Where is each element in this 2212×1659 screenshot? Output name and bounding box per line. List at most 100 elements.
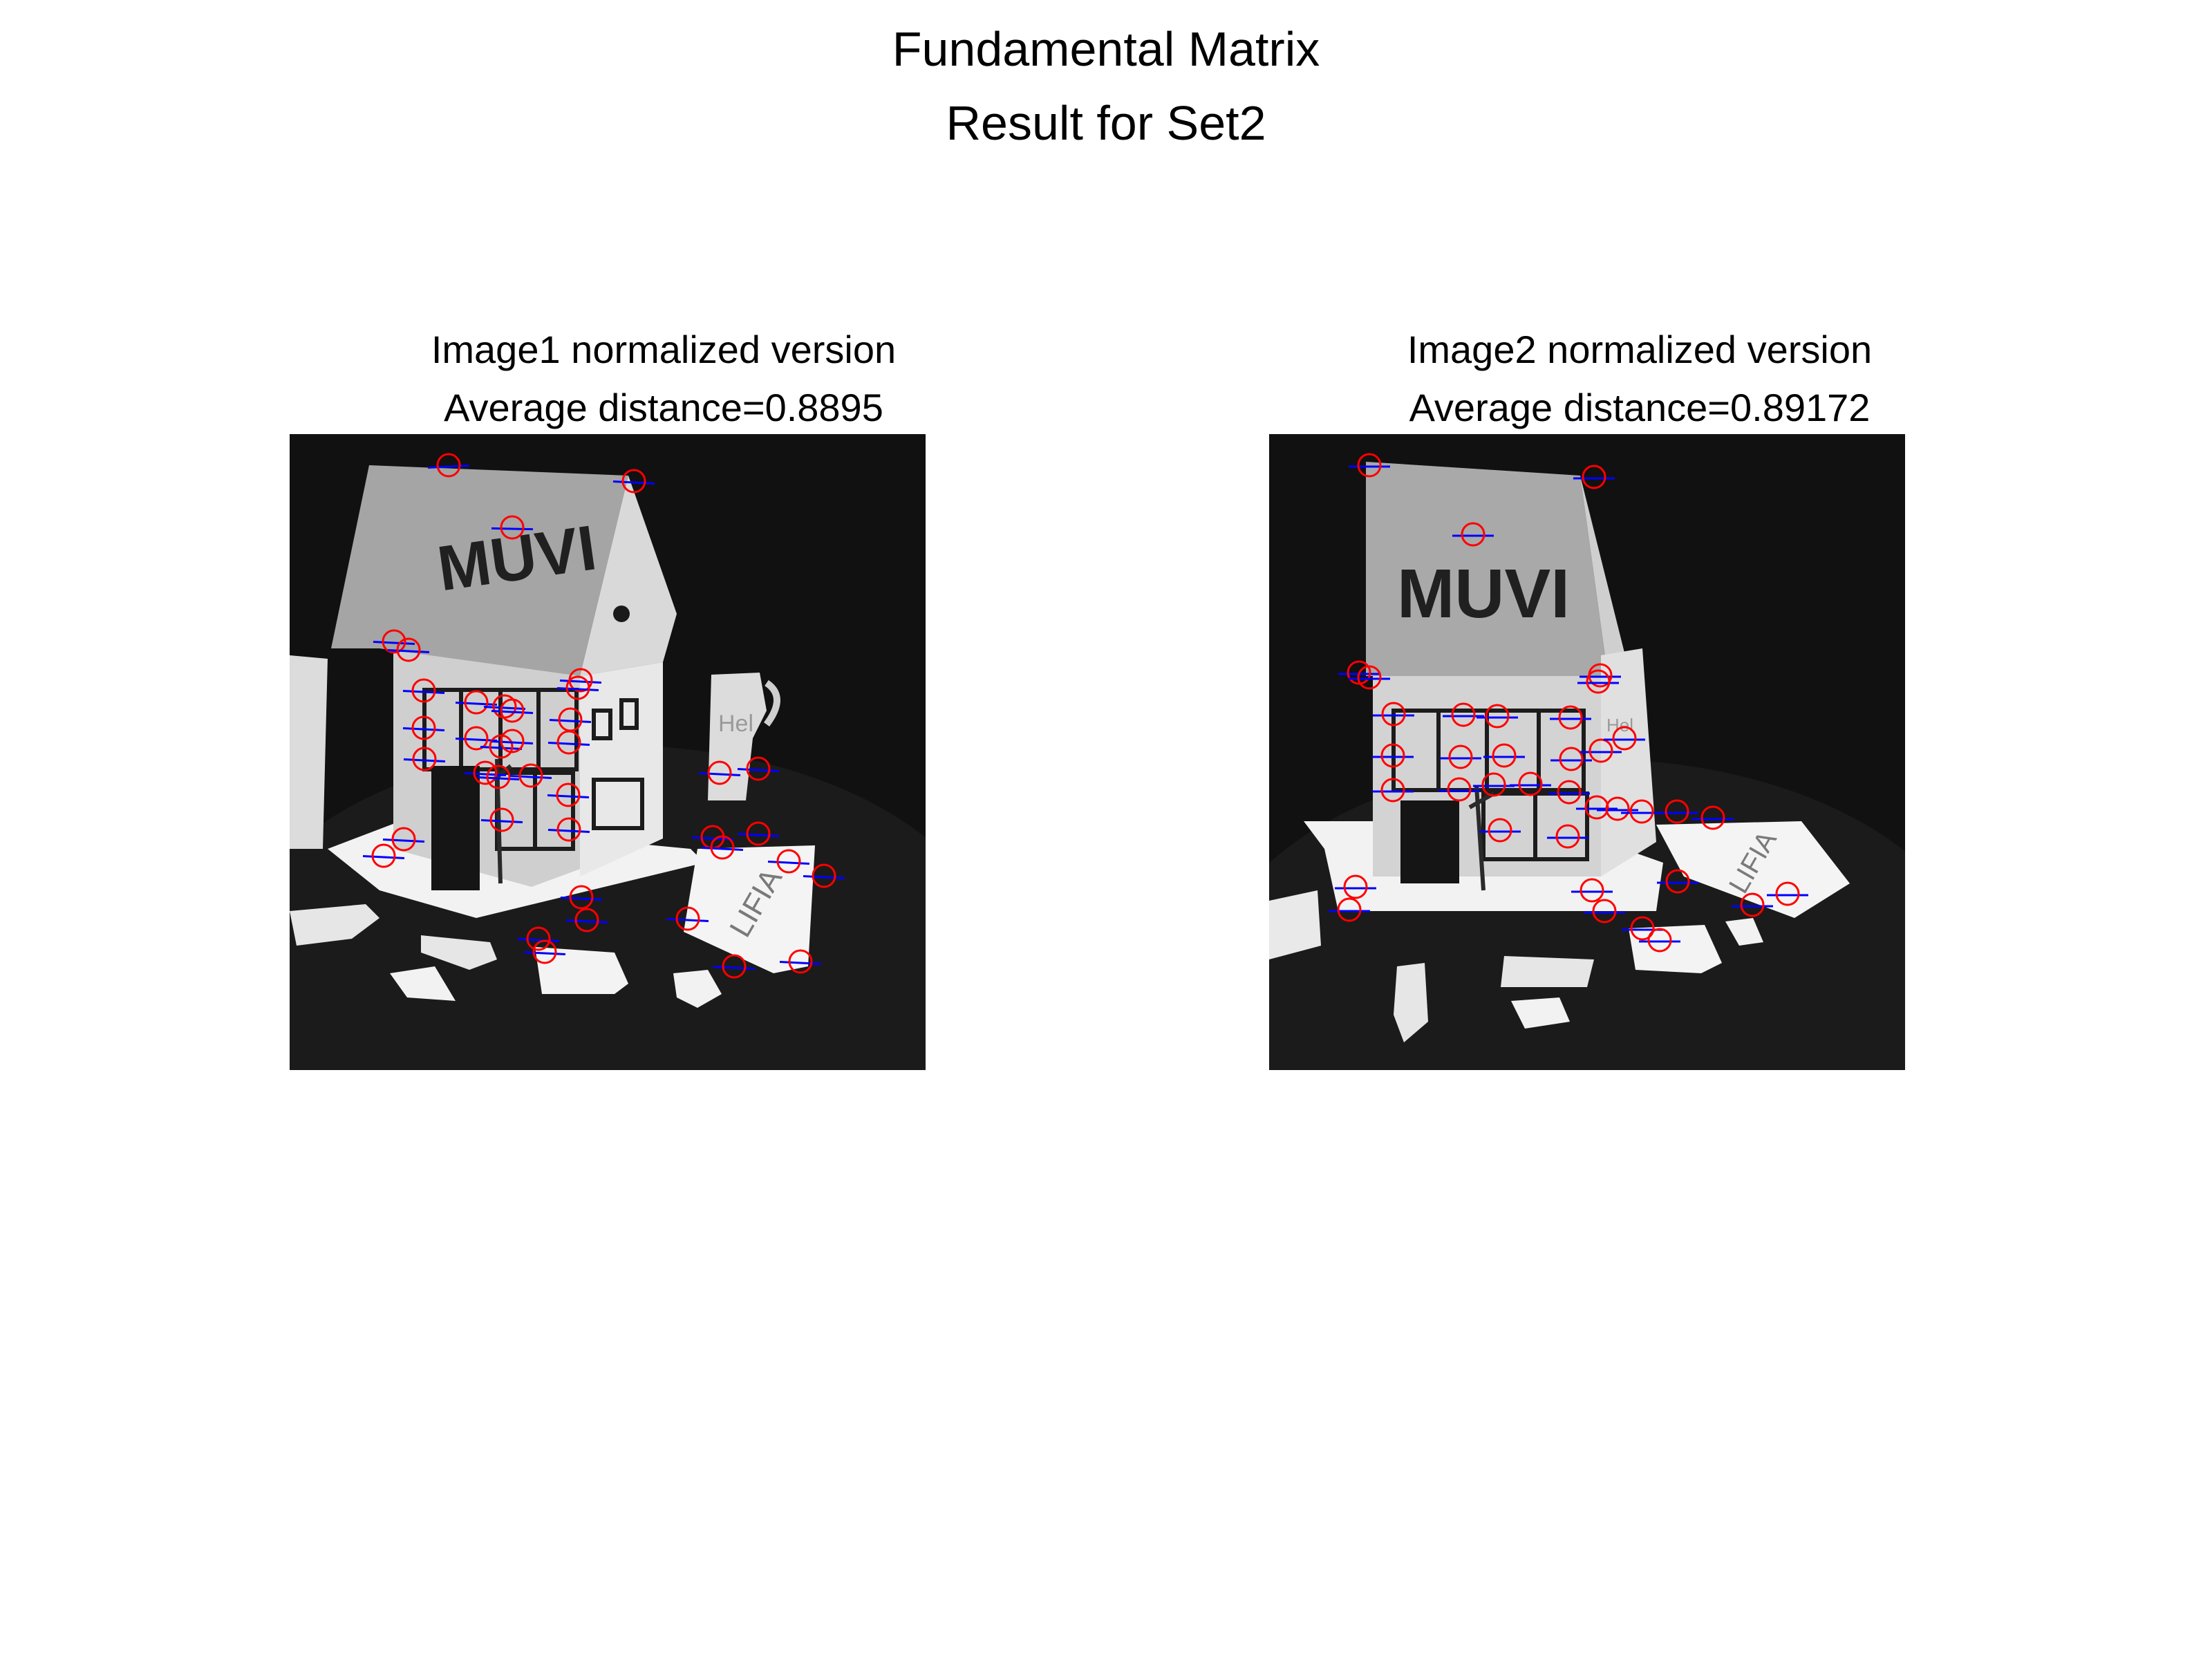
feature-point-marker (1488, 818, 1512, 843)
feature-point-marker (621, 469, 646, 494)
feature-point-marker (1630, 916, 1655, 941)
feature-point-marker (1461, 522, 1485, 547)
image1-paper-scrap-1 (390, 966, 456, 1001)
epipolar-line (480, 746, 523, 750)
feature-point-marker (1451, 702, 1476, 727)
feature-point-marker (1586, 669, 1611, 694)
feature-point-marker (532, 939, 557, 964)
feature-point-marker (518, 763, 543, 788)
image1-paper-scrap-2 (673, 970, 722, 1008)
image2-cup-text: Hel (1606, 715, 1633, 735)
feature-point-marker (1518, 771, 1543, 796)
feature-point-marker (746, 821, 771, 846)
image2-plot: MUVI Hel LIFIA (1269, 434, 1905, 1070)
epipolar-line (387, 649, 430, 653)
epipolar-line (803, 875, 845, 879)
epipolar-line (509, 775, 552, 779)
feature-point-marker (788, 949, 813, 974)
feature-point-marker (1647, 928, 1672, 953)
feature-point-marker (812, 863, 836, 888)
feature-point-marker (1740, 892, 1765, 917)
image1-cup-right (708, 673, 767, 800)
feature-point-marker (1592, 899, 1617, 924)
feature-point-marker (1629, 799, 1654, 824)
epipolar-line (713, 966, 756, 970)
image2-paper-scrap-1 (1725, 918, 1763, 946)
image2-feature-markers (1329, 453, 1808, 953)
epipolar-line (491, 710, 534, 714)
image1-tube-2 (421, 935, 497, 970)
feature-point-marker (556, 782, 581, 807)
image2-tube-2 (1501, 956, 1594, 987)
feature-point-marker (391, 827, 416, 852)
feature-point-marker (486, 765, 511, 789)
image1-roof (331, 465, 628, 676)
feature-point-marker (1357, 665, 1382, 690)
feature-point-marker (412, 747, 437, 771)
epipolar-line (402, 690, 445, 694)
image2-box (1269, 890, 1321, 959)
feature-point-marker (382, 629, 406, 654)
feature-point-marker (396, 637, 421, 662)
feature-point-marker (574, 908, 599, 932)
feature-point-marker (1584, 795, 1609, 820)
feature-point-marker (1343, 874, 1368, 899)
feature-point-marker (500, 698, 525, 723)
feature-point-marker (569, 885, 594, 910)
epipolar-line (565, 919, 608, 924)
image2-gable (1580, 476, 1629, 676)
epipolar-line (455, 738, 498, 742)
image1-door (431, 766, 480, 890)
image1-feature-markers (362, 453, 845, 979)
epipolar-line (362, 855, 405, 859)
feature-point-marker (1582, 465, 1606, 489)
epipolar-line (427, 465, 470, 469)
panel2-title: Image2 normalized version (1407, 328, 1873, 371)
feature-point-marker (1559, 747, 1584, 771)
feature-point-marker (1357, 453, 1382, 478)
epipolar-line (402, 727, 445, 731)
feature-point-marker (500, 515, 525, 540)
image2-van (1629, 925, 1722, 973)
epipolar-line (559, 679, 602, 684)
epipolar-line (549, 719, 592, 723)
feature-point-marker (776, 849, 801, 874)
image2-tube-1 (1394, 963, 1428, 1042)
epipolar-line (556, 687, 599, 691)
epipolar-line (403, 758, 446, 762)
epipolar-line (612, 480, 655, 485)
epipolar-line (491, 527, 534, 531)
image1-gable (580, 476, 677, 676)
feature-point-marker (500, 729, 525, 753)
image2-sign-text: MUVI (1397, 555, 1570, 632)
feature-point-marker (565, 675, 590, 700)
image1-van (535, 947, 628, 994)
epipolar-line (483, 706, 526, 710)
feature-point-marker (489, 734, 514, 759)
image1-cup-left (290, 655, 328, 849)
feature-point-marker (710, 835, 735, 860)
feature-point-marker (1775, 881, 1800, 906)
panel1-average-distance: Average distance=0.8895 (444, 386, 883, 429)
feature-point-marker (1492, 743, 1517, 768)
image1-cup-text: Hel (718, 711, 753, 737)
image2-lifia-paper (1656, 821, 1850, 918)
image2-paper-scrap-2 (1511, 997, 1570, 1029)
epipolar-line (373, 641, 415, 645)
feature-point-marker (746, 756, 771, 781)
panel1-title: Image1 normalized version (431, 328, 897, 371)
feature-point-marker (1605, 796, 1630, 821)
feature-point-marker (1700, 805, 1725, 830)
image1-cup-handle (763, 679, 780, 727)
epipolar-line (382, 838, 425, 843)
figure-title: Fundamental Matrix (892, 22, 1320, 76)
image1-gable-hole (613, 606, 630, 622)
feature-point-marker (1448, 744, 1473, 769)
feature-point-marker (722, 954, 747, 979)
feature-point-marker (436, 453, 461, 478)
epipolar-line (547, 794, 590, 798)
image2-axes: MUVI Hel LIFIA (1269, 434, 1905, 1070)
epipolar-line (491, 740, 534, 744)
epipolar-line (480, 819, 523, 823)
image1-lifia-paper (684, 845, 815, 973)
